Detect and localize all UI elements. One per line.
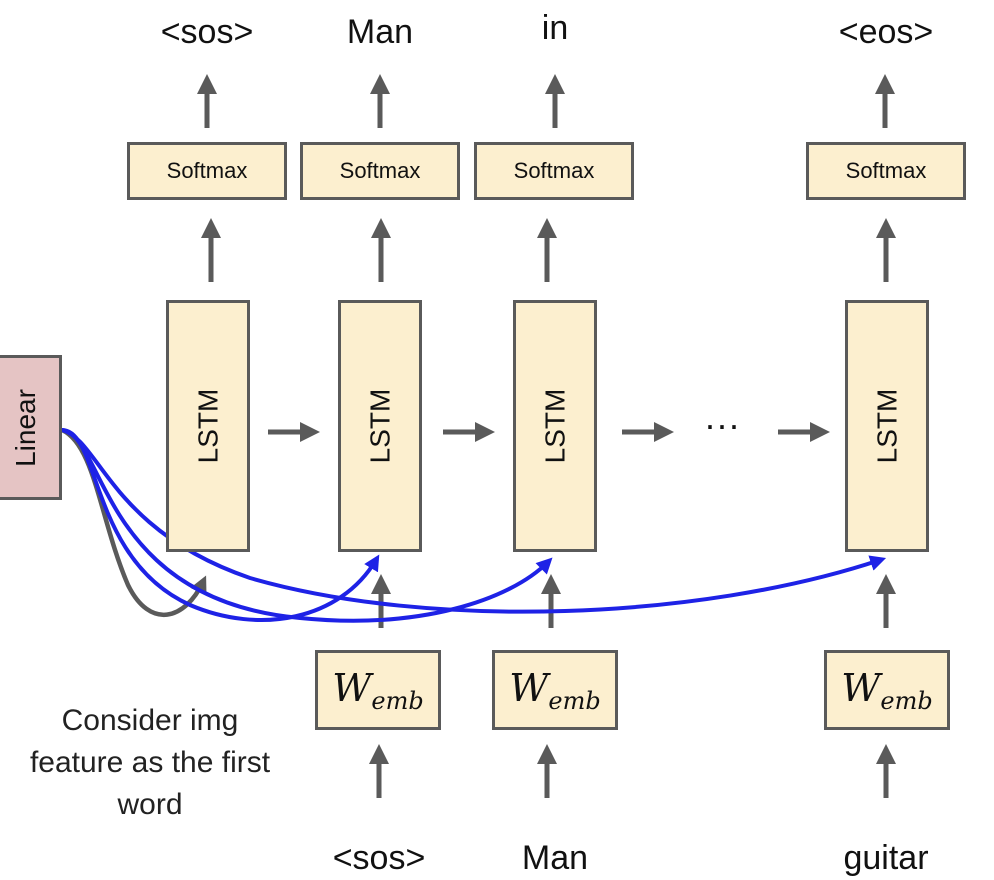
note-text: Consider img feature as the first word <box>29 704 271 821</box>
lstm-label: LSTM <box>192 388 223 464</box>
wemb-symbol: Wemb <box>332 665 424 715</box>
wemb-box-1: Wemb <box>315 650 441 730</box>
ellipsis: ··· <box>704 404 740 445</box>
output-word-2: Man <box>346 13 414 51</box>
wemb-box-2: Wemb <box>492 650 618 730</box>
wemb-box-3: Wemb <box>824 650 950 730</box>
curve-linear-to-lstm-3 <box>61 428 553 623</box>
softmax-label: Softmax <box>166 158 248 183</box>
curve-linear-to-lstm-4 <box>61 428 887 614</box>
softmax-label: Softmax <box>845 158 927 183</box>
input-word-1: <sos> <box>332 839 426 877</box>
linear-label: Linear <box>10 388 41 467</box>
softmax-label: Softmax <box>339 158 421 183</box>
lstm-box-1: LSTM <box>166 300 250 552</box>
lstm-label: LSTM <box>539 388 570 464</box>
lstm-label: LSTM <box>364 388 395 464</box>
softmax-box-1: Softmax <box>127 142 287 200</box>
output-word-3: in <box>541 9 569 47</box>
lstm-label: LSTM <box>871 388 902 464</box>
lstm-box-3: LSTM <box>513 300 597 552</box>
softmax-box-2: Softmax <box>300 142 460 200</box>
softmax-box-4: Softmax <box>806 142 966 200</box>
wemb-symbol: Wemb <box>841 665 933 715</box>
lstm-box-4: LSTM <box>845 300 929 552</box>
input-word-3: guitar <box>843 839 929 877</box>
softmax-box-3: Softmax <box>474 142 634 200</box>
softmax-label: Softmax <box>513 158 595 183</box>
output-word-1: <sos> <box>160 13 254 51</box>
lstm-box-2: LSTM <box>338 300 422 552</box>
input-word-2: Man <box>521 839 589 877</box>
wemb-symbol: Wemb <box>509 665 601 715</box>
linear-box: Linear <box>0 355 62 500</box>
output-word-4: <eos> <box>838 13 934 51</box>
